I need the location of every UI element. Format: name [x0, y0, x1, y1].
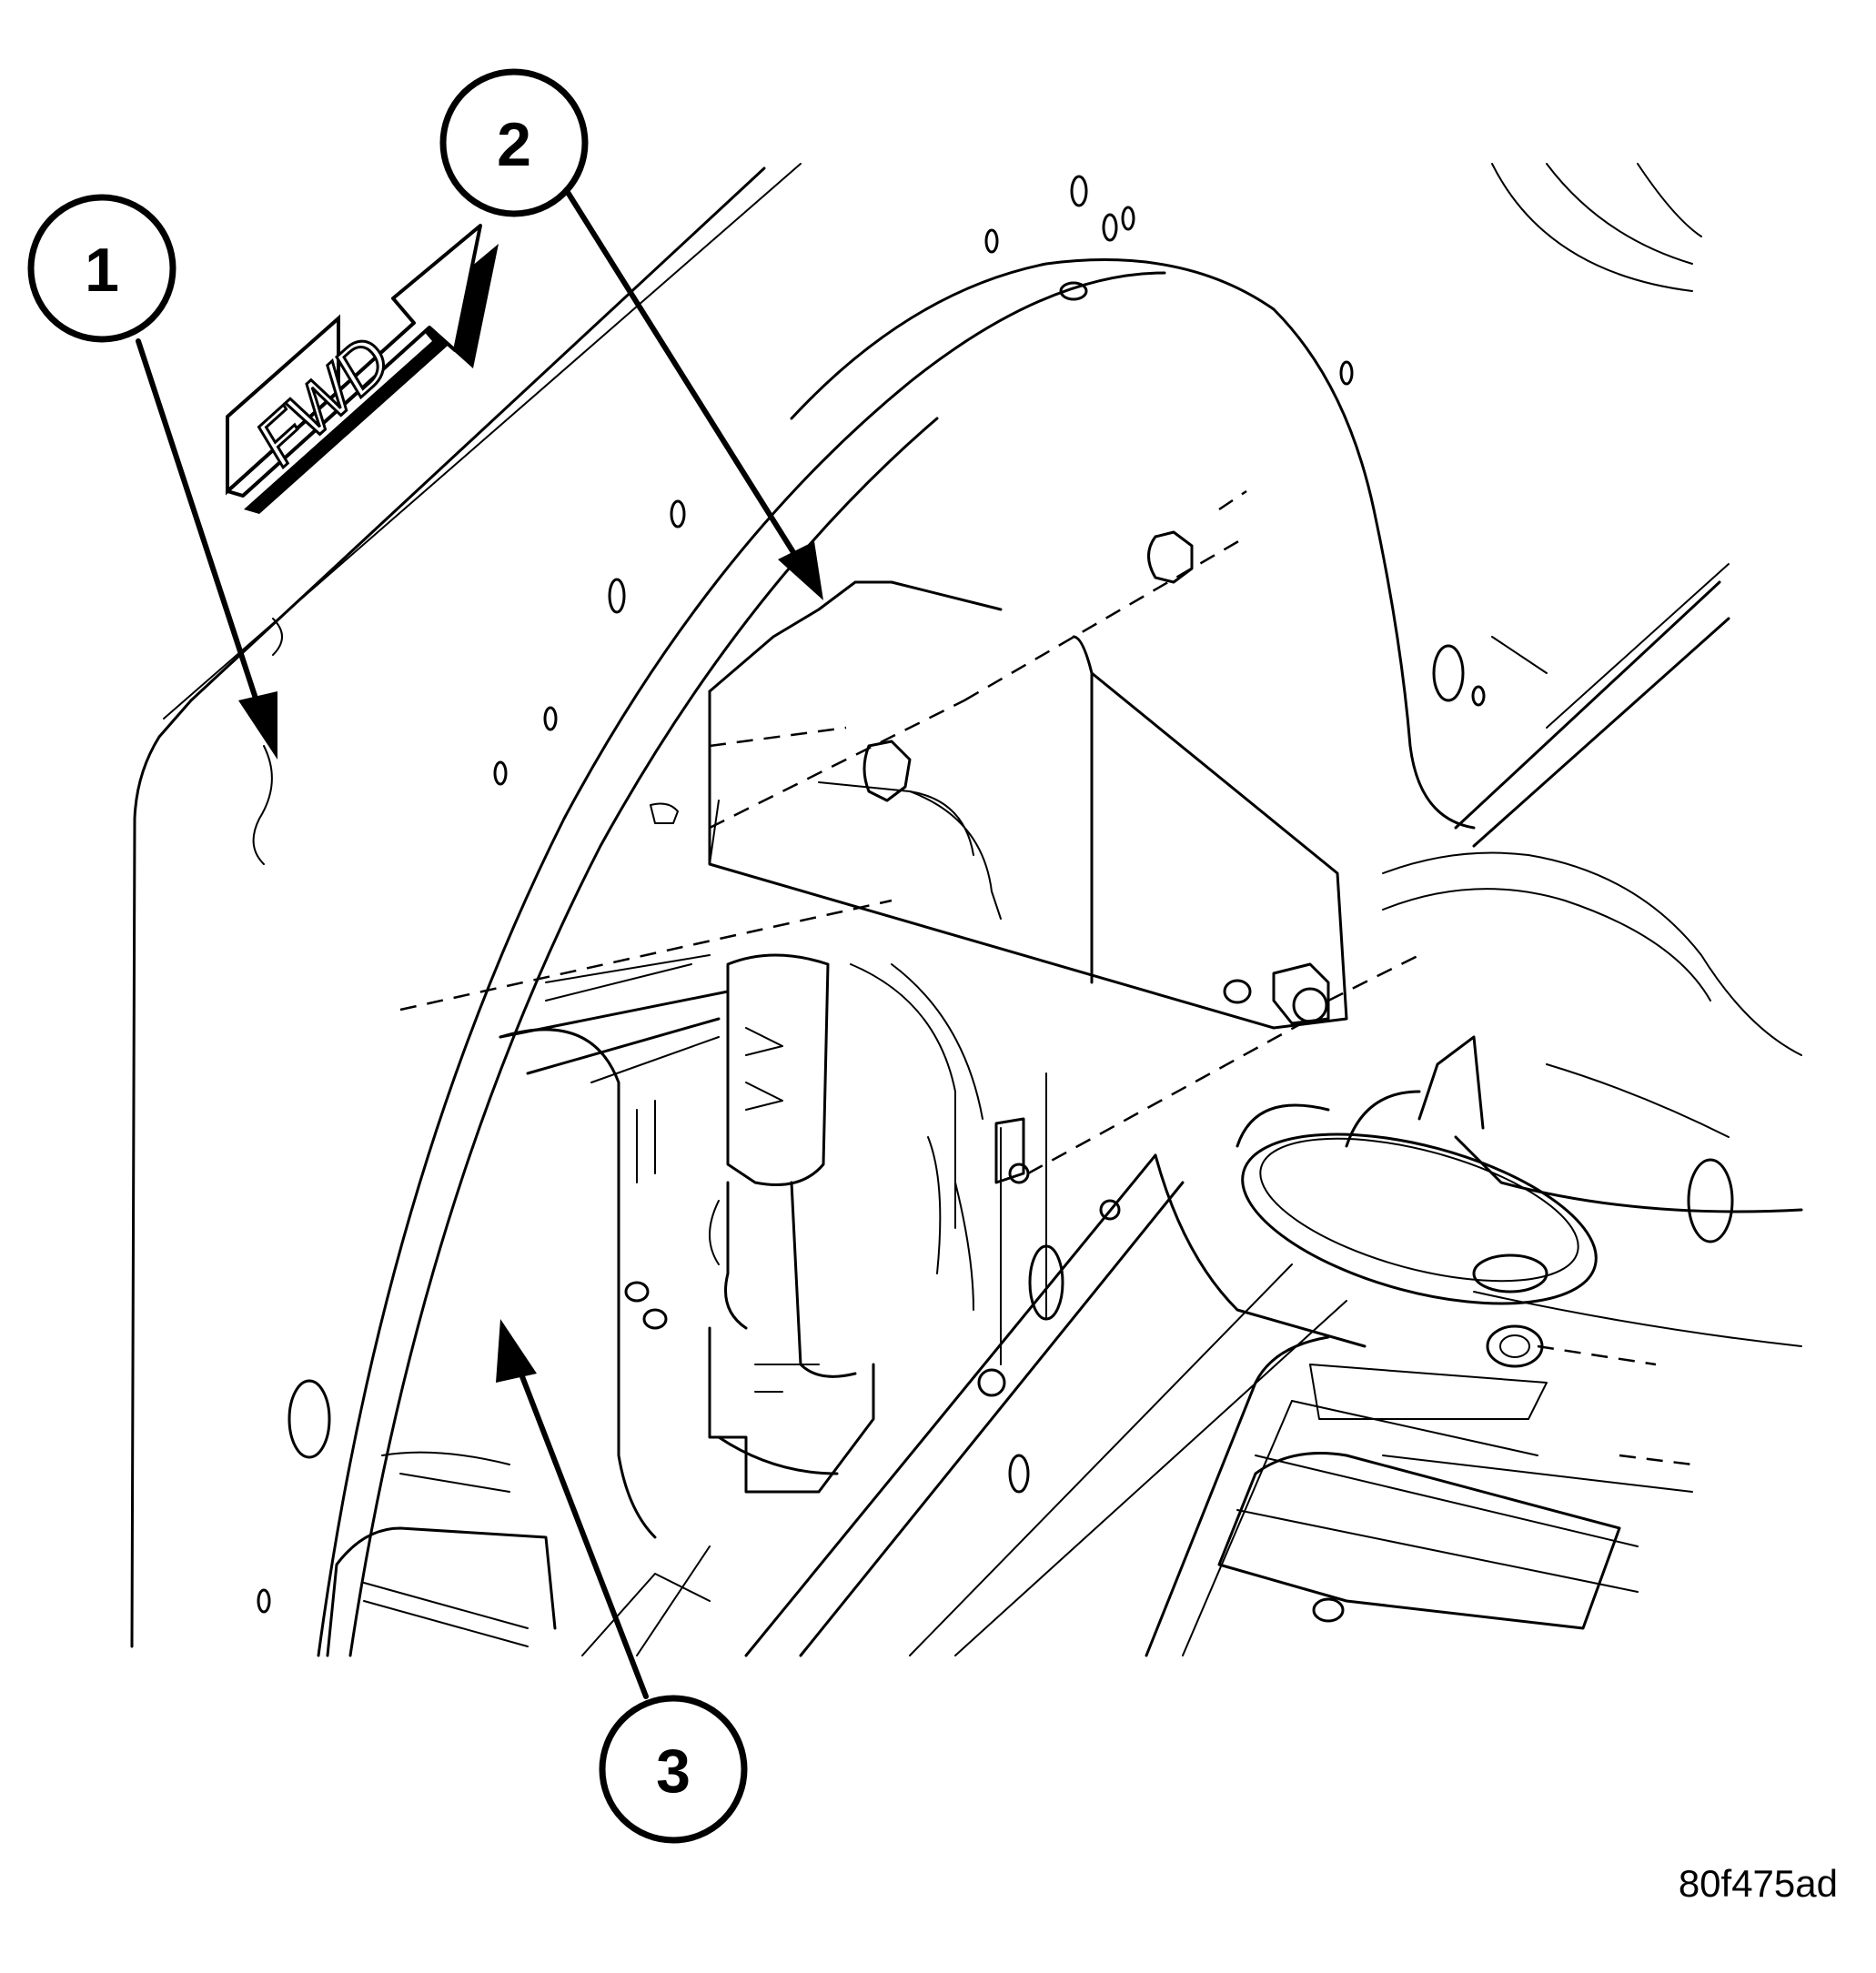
- callout-2-leader: [561, 184, 803, 567]
- callout-3-number: 3: [656, 1736, 691, 1806]
- leader-lines: [136, 184, 823, 1699]
- fwd-arrow-shape: [226, 224, 482, 498]
- callout-2-number: 2: [497, 110, 531, 179]
- callout-2: 2: [439, 68, 589, 217]
- callout-3-circle: [599, 1695, 748, 1844]
- fwd-direction-arrow: FWD: [226, 224, 499, 514]
- figure-reference-id: 80f475ad: [1679, 1862, 1838, 1905]
- callout-1-circle: [27, 194, 177, 343]
- callout-1: 1: [27, 194, 177, 343]
- body-panel-line-art: [130, 163, 1803, 1657]
- callout-3: 3: [599, 1695, 748, 1844]
- callout-3-leader: [511, 1353, 649, 1699]
- callout-2-circle: [439, 68, 589, 217]
- callout-2-arrowhead: [778, 541, 823, 600]
- callout-1-leader: [136, 338, 262, 712]
- callout-3-arrowhead: [496, 1319, 537, 1383]
- callout-1-number: 1: [85, 236, 119, 305]
- callout-1-arrowhead: [238, 691, 277, 760]
